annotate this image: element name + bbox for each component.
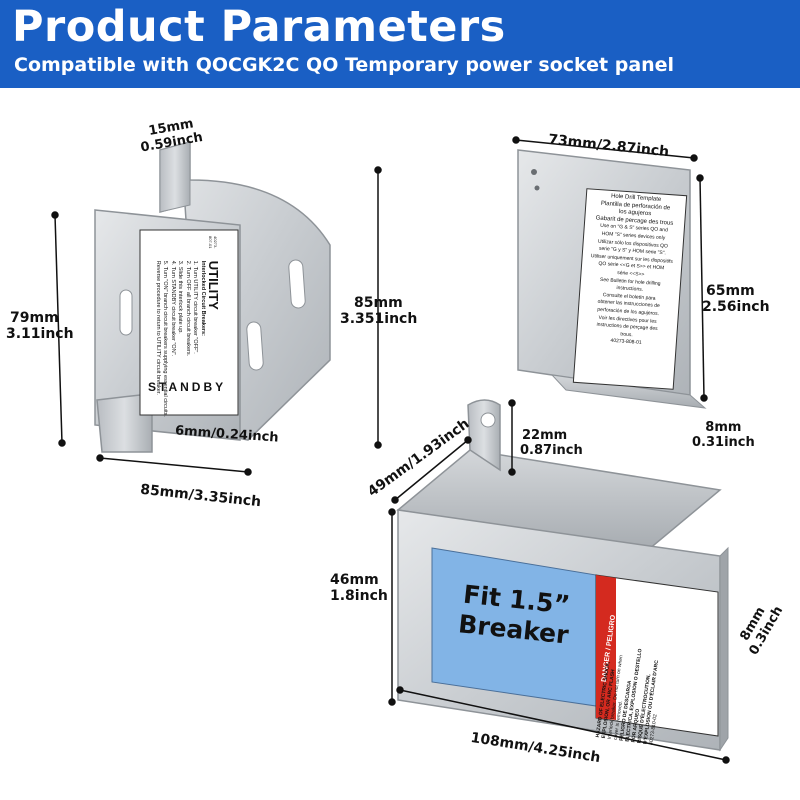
dim-template-height: 65mm 2.56inch [702,283,770,315]
interlock-instructions-title: Interlocked Circuit Breakers: [199,260,206,336]
dim-part1-height-mm: 79mm [10,310,59,326]
dim-template-lip-inch: 0.31inch [692,435,755,450]
dim-bracket-height: 46mm 1.8inch [330,572,388,604]
header-banner: Product Parameters Compatible with QOCGK… [0,0,800,88]
interlock-step: Reverse procedure to return to UTILITY c… [154,260,161,395]
dim-part1-height: 79mm 3.11inch [6,310,74,342]
interlock-step: 5. Turn "ON" branch circuit breakers sup… [162,260,169,417]
dim-part1-side-mm: 85mm [354,295,403,311]
breaker-bracket [396,399,729,752]
interlock-step: 3. Slide this interlock plate up. [177,260,184,334]
dim-bracket-height-inch: 1.8inch [330,588,388,604]
interlock-standby: STANDBY [148,380,227,394]
interlock-part-number: 40273-807-01 [208,236,218,249]
interlock-step: 2. Turn OFF all branch circuit breakers. [184,260,191,357]
dim-template-lip-mm: 8mm [705,420,742,435]
interlock-label: UTILITY Interlocked Circuit Breakers: 1.… [140,230,238,417]
page-title: Product Parameters [12,2,506,52]
dim-bracket-tab: 22mm 0.87inch [520,428,583,458]
dim-part1-height-inch: 3.11inch [6,326,74,342]
danger-label: DANGER / PELIGRO HAZARD OF ELECTRIC SHOC… [595,585,740,745]
dim-bracket-height-mm: 46mm [330,572,379,588]
dim-template-height-mm: 65mm [706,283,755,299]
drill-template-plate [517,149,707,409]
dim-part1-side-height: 85mm 3.351inch [340,295,417,327]
page-subtitle: Compatible with QOCGK2C QO Temporary pow… [14,54,675,76]
interlock-plate [94,141,331,453]
dim-template-lip: 8mm 0.31inch [692,420,755,450]
dimension-lines [51,136,730,764]
drill-template-label: Hole Drill Template Plantilla de perfora… [579,192,683,350]
dim-bracket-tab-mm: 22mm [522,428,568,443]
interlock-step: 1. Turn UTILITY circuit breaker "OFF". [192,260,199,354]
interlock-heading: UTILITY [205,260,221,310]
interlock-step: 4. Turn STANDBY circuit breaker "ON". [169,260,176,357]
dim-part1-side-inch: 3.351inch [340,311,418,327]
dim-template-height-inch: 2.56inch [702,299,770,315]
dim-bracket-tab-inch: 0.87inch [520,443,583,458]
